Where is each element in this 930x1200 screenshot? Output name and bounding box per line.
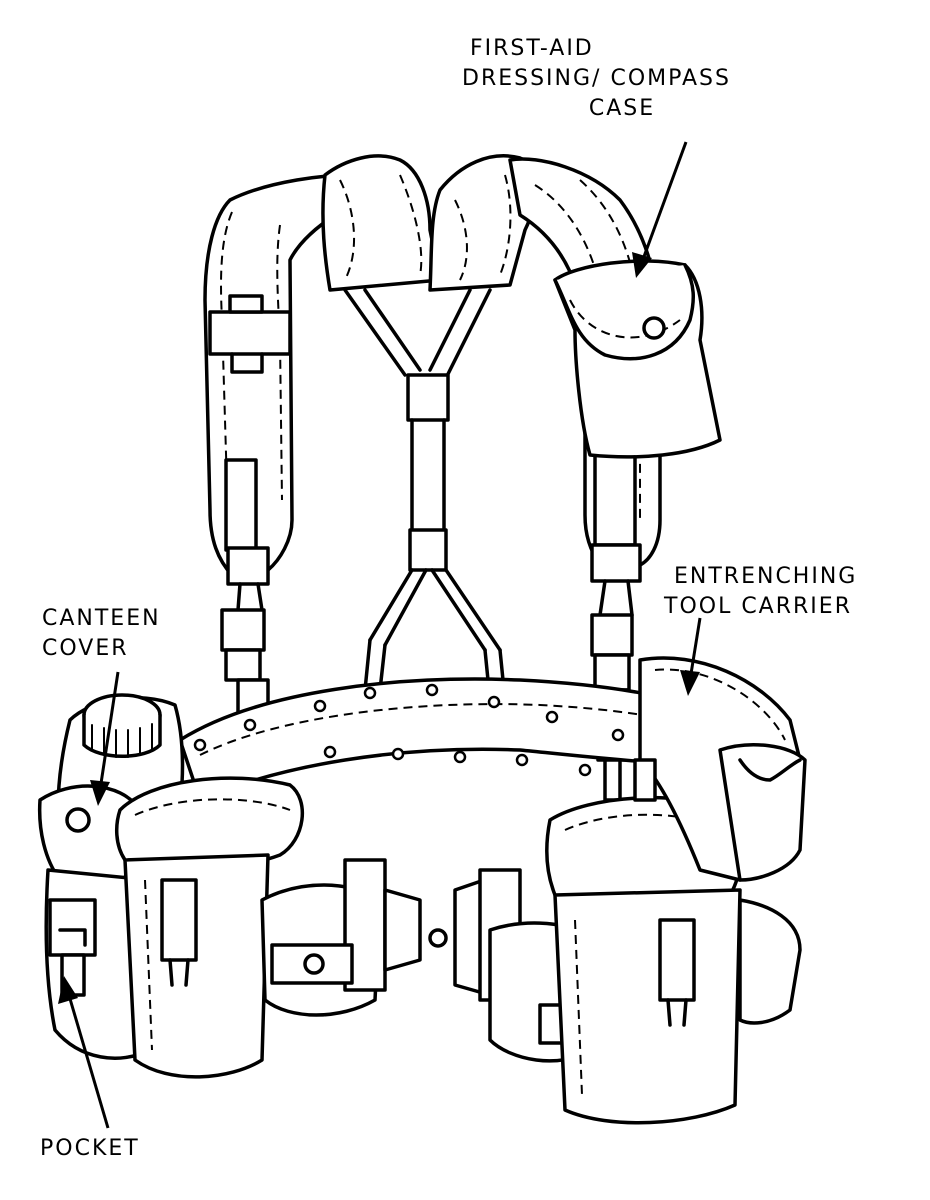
entrenching-tool-carrier-label: ENTRENCHING TOOL CARRIER	[664, 562, 857, 622]
canteen-label-line-2: COVER	[42, 636, 129, 661]
back-yoke	[321, 154, 538, 702]
pocket-label-text: POCKET	[40, 1136, 140, 1161]
pocket-label: POCKET	[40, 1134, 140, 1164]
canteen-cover	[37, 784, 160, 1060]
leader-arrows	[58, 141, 702, 1129]
belt-buckle	[383, 876, 492, 997]
entrenching-label-line-2: TOOL CARRIER	[664, 594, 852, 619]
canteen-label-line-1: CANTEEN	[42, 606, 161, 631]
canteen-cover-arrow	[90, 671, 120, 806]
left-shoulder-strap	[203, 173, 347, 772]
first-aid-label-line-1: FIRST-AID	[470, 36, 594, 61]
first-aid-label-line-2: DRESSING/ COMPASS	[462, 66, 731, 91]
first-aid-arrow	[632, 141, 688, 278]
entrenching-label-line-1: ENTRENCHING	[674, 564, 858, 589]
left-ammo-pouch	[114, 776, 387, 1079]
entrenching-arrow	[680, 617, 702, 696]
canteen-cover-label: CANTEEN COVER	[42, 604, 161, 664]
first-aid-compass-case	[553, 259, 722, 459]
pocket	[48, 898, 97, 957]
pocket-arrow	[58, 976, 110, 1129]
entrenching-tool-carrier	[633, 656, 807, 882]
first-aid-compass-case-label: FIRST-AID DRESSING/ COMPASS CASE	[462, 34, 782, 124]
first-aid-label-line-3: CASE	[588, 96, 656, 121]
